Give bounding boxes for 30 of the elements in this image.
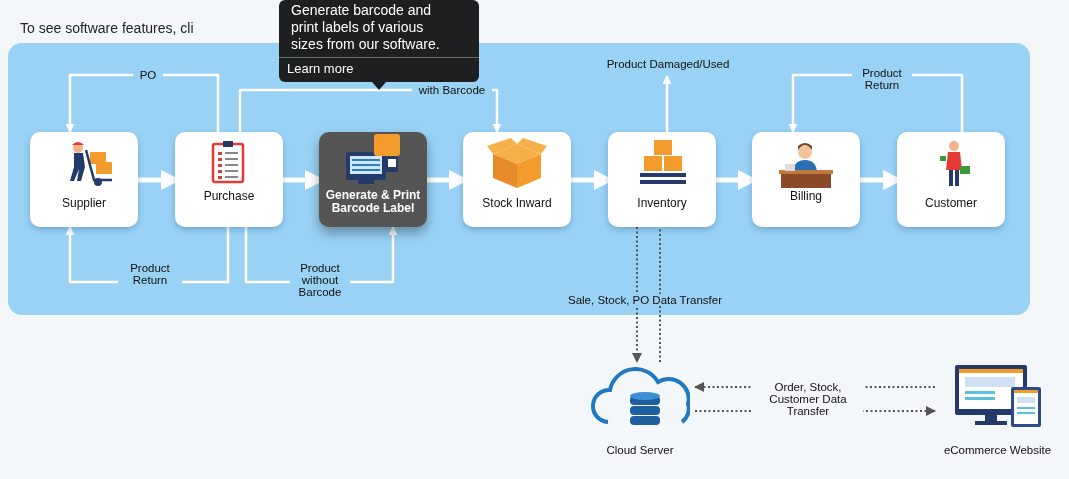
step-label: Generate & Print Barcode Label bbox=[324, 189, 422, 215]
node-label: Cloud Server bbox=[605, 444, 675, 457]
step-card bbox=[752, 132, 860, 227]
edge-label: Product Return bbox=[852, 67, 912, 91]
flow-arrow bbox=[662, 75, 672, 132]
step-label: Inventory bbox=[636, 197, 688, 210]
step-label: Billing bbox=[789, 190, 823, 203]
heading-text: To see software features, cli bbox=[20, 20, 194, 36]
status-label: Product Damaged/Used bbox=[605, 58, 731, 71]
step-label: Customer bbox=[924, 197, 978, 210]
node-label: eCommerce Website bbox=[942, 444, 1053, 457]
tooltip-popup bbox=[279, 0, 479, 82]
step-label: Purchase bbox=[202, 190, 256, 203]
step-label: Stock Inward bbox=[481, 197, 553, 210]
learn-more-link: Learn more bbox=[287, 61, 354, 76]
step-card bbox=[608, 132, 716, 227]
step-card bbox=[175, 132, 283, 227]
edge-label: with Barcode bbox=[412, 84, 492, 96]
step-label: Supplier bbox=[61, 197, 107, 210]
edge-label: Product Return bbox=[118, 262, 182, 286]
highlighted-step-card bbox=[319, 132, 427, 227]
step-card bbox=[463, 132, 571, 227]
step-card bbox=[897, 132, 1005, 227]
edge-label: Order, Stock, Customer Data Transfer bbox=[753, 381, 863, 417]
step-card bbox=[30, 132, 138, 227]
edge-label: Product without Barcode bbox=[290, 262, 350, 298]
edge-label: PO bbox=[133, 69, 163, 81]
flow-arrow bbox=[65, 73, 220, 133]
dotted-arrow bbox=[632, 226, 642, 363]
tooltip-text: Generate barcode and print labels of various sizes from our software. bbox=[291, 2, 441, 53]
